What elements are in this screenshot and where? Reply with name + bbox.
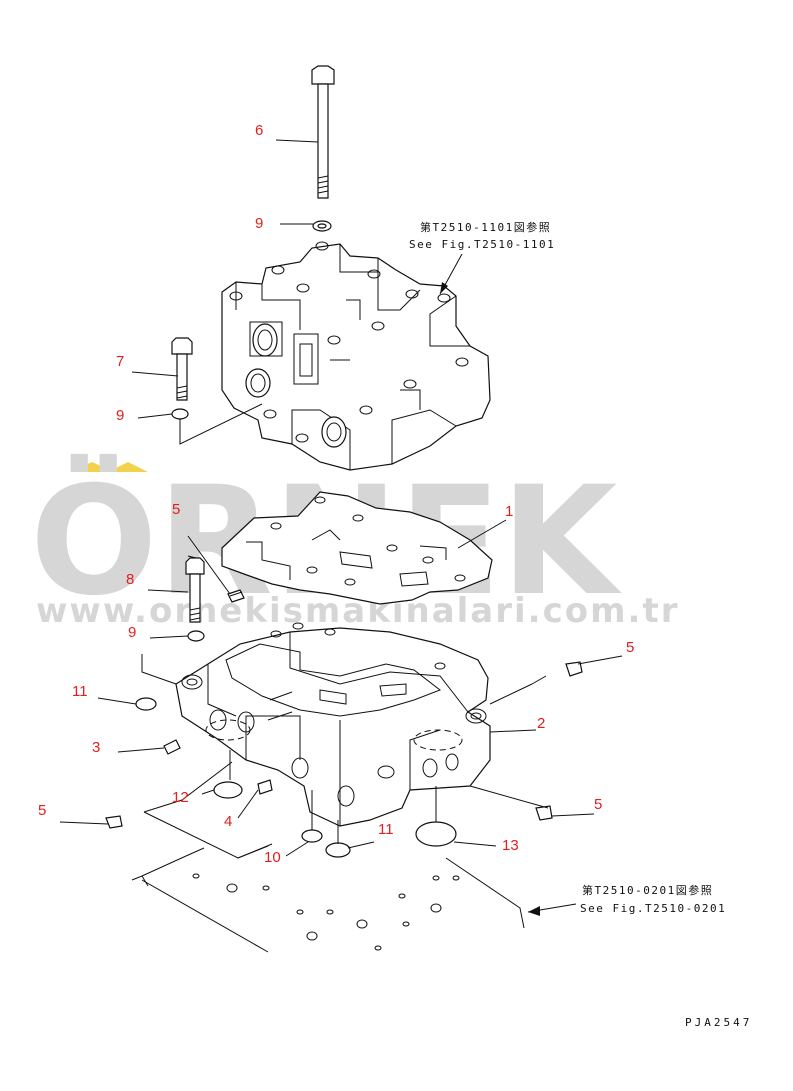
callout-number: 10 [264,849,281,866]
reference-lower: 第T2510-0201図参照 See Fig.T2510-0201 [580,883,726,915]
callout-number: 3 [92,739,100,756]
o-ring [415,821,457,847]
mounting-bolt [185,557,205,623]
callout-number: 5 [626,639,634,656]
reference-arrow [439,253,463,295]
plug [105,815,123,829]
callout-number: 9 [255,215,263,232]
plug [535,805,553,821]
washer [187,630,205,642]
plug [565,661,583,677]
o-ring [213,781,243,799]
transmission-housing [131,843,525,953]
callout-number: 9 [116,407,124,424]
reference-arrow [527,903,577,916]
o-ring [301,829,323,843]
callout-number: 13 [502,837,519,854]
reference-lower-jp: 第T2510-0201図参照 [582,883,713,897]
callout-number: 5 [594,796,602,813]
callout-number: 4 [224,813,232,830]
short-bolt [171,337,193,401]
callout-number: 1 [505,503,513,520]
callout-number: 11 [72,683,88,700]
watermark-accent-left [70,462,114,472]
o-ring [325,842,351,858]
callout-number: 7 [116,353,124,370]
plug [257,779,273,795]
callout-number: 5 [172,501,180,518]
reference-upper-jp: 第T2510-1101図参照 [420,220,551,234]
leader-lines [59,139,623,859]
reference-upper-en: See Fig.T2510-1101 [409,238,555,251]
plug [227,589,245,603]
plug [163,739,181,755]
long-bolt [311,65,335,199]
reference-lower-en: See Fig.T2510-0201 [580,902,726,915]
callout-number: 6 [255,122,263,139]
callout-number: 8 [126,571,134,588]
washer [171,408,189,420]
o-ring [135,697,157,711]
reference-upper: 第T2510-1101図参照 See Fig.T2510-1101 [409,220,555,251]
lower-valve-body [175,622,491,827]
callout-number: 9 [128,624,136,641]
callout-number: 5 [38,802,46,819]
drawing-code: PJA2547 [685,1016,752,1029]
callout-number: 2 [537,715,545,732]
callout-numbers: 6 9 7 9 5 1 8 9 5 11 2 3 12 4 5 5 10 11 … [38,122,634,866]
watermark-accent-right [108,462,148,472]
callout-number: 11 [378,821,394,838]
separator-plate [221,491,493,605]
callout-number: 12 [172,789,189,806]
upper-valve-body [221,241,491,471]
